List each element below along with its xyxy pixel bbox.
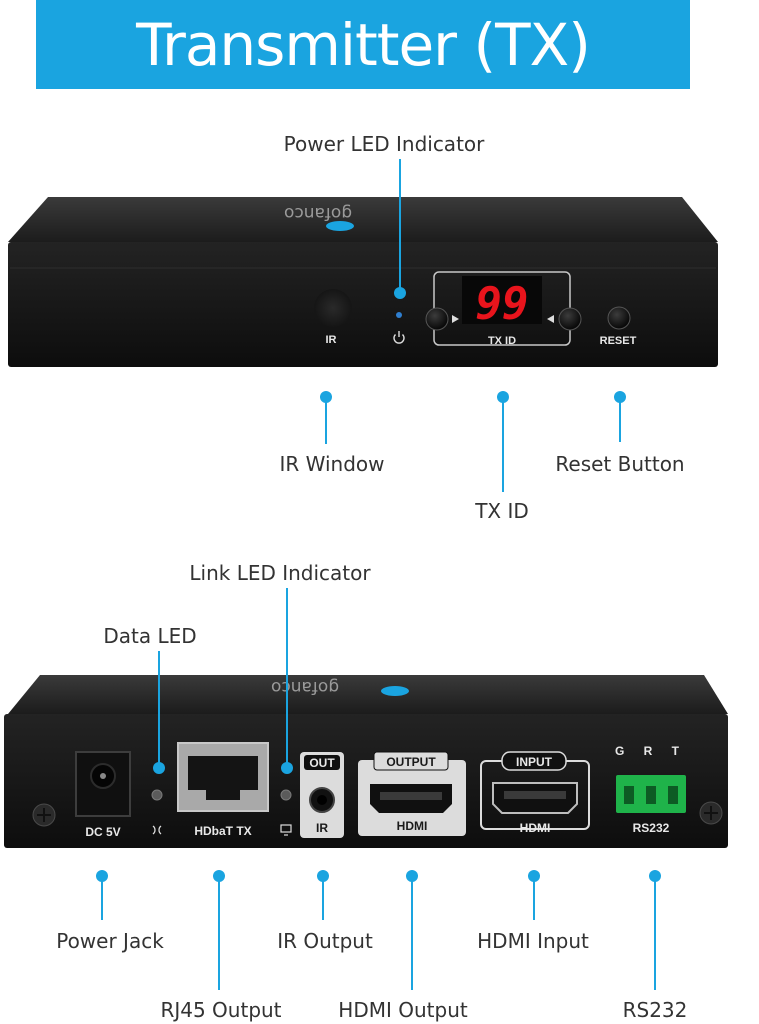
front-brand-logo: gofanco xyxy=(284,203,352,223)
ir-window-callout: IR Window xyxy=(279,452,384,476)
tx-id-down-button[interactable] xyxy=(425,307,449,331)
front-tx-badge xyxy=(326,221,354,231)
output-label: OUTPUT xyxy=(386,755,436,769)
rear-callouts: Link LED Indicator Data LED Power Jack R… xyxy=(56,561,687,1022)
power-led-callout: Power LED Indicator xyxy=(284,132,486,156)
front-callouts: Power LED Indicator IR Window TX ID Rese… xyxy=(279,132,684,523)
rear-device: gofanco DC 5V HDbaT TX xyxy=(4,675,728,848)
ir-window-lens xyxy=(314,289,352,327)
reset-panel-label: RESET xyxy=(600,335,637,347)
rear-brand-logo: gofanco xyxy=(271,677,339,697)
power-symbol-icon xyxy=(393,331,405,344)
rj45-output-callout: RJ45 Output xyxy=(160,998,281,1022)
tx-id-up-button[interactable] xyxy=(558,307,582,331)
left-screw-icon xyxy=(32,803,56,827)
power-led xyxy=(396,312,402,318)
right-arrow-icon xyxy=(452,315,459,323)
data-signal-icon xyxy=(152,825,162,835)
hdmi-out-label: HDMI xyxy=(397,819,428,833)
tx-id-callout: TX ID xyxy=(474,499,529,523)
right-screw-icon xyxy=(699,801,723,825)
tx-id-digits: 99 xyxy=(476,279,529,330)
data-led-callout: Data LED xyxy=(103,624,196,648)
power-jack-callout: Power Jack xyxy=(56,929,164,953)
reset-button-callout: Reset Button xyxy=(555,452,684,476)
hdbt-label: HDbaT TX xyxy=(194,824,251,838)
rs232-callout: RS232 xyxy=(623,998,688,1022)
hdmi-in-label: HDMI xyxy=(520,821,551,835)
rs232-panel-label: RS232 xyxy=(633,821,670,835)
reset-button[interactable] xyxy=(607,306,631,330)
title-text: Transmitter (TX) xyxy=(136,10,591,79)
link-led-callout: Link LED Indicator xyxy=(189,561,371,585)
input-label: INPUT xyxy=(516,755,553,769)
grt-label: G R T xyxy=(615,744,687,758)
link-monitor-icon xyxy=(280,824,292,836)
rear-tx-badge xyxy=(381,686,409,696)
left-arrow-icon xyxy=(547,315,554,323)
dc-label: DC 5V xyxy=(85,825,120,839)
data-led xyxy=(151,789,163,801)
front-ir-label: IR xyxy=(326,334,337,346)
out-label: OUT xyxy=(309,756,335,770)
ir-out-label: IR xyxy=(316,821,328,835)
tx-id-display xyxy=(462,276,542,324)
hdmi-input-callout: HDMI Input xyxy=(477,929,589,953)
hdmi-output-callout: HDMI Output xyxy=(338,998,468,1022)
title-banner: Transmitter (TX) xyxy=(36,0,690,89)
tx-id-panel-label: TX ID xyxy=(488,335,516,347)
link-led xyxy=(280,789,292,801)
front-device: gofanco IR 99 TX ID RESET xyxy=(8,197,718,367)
ir-output-callout: IR Output xyxy=(277,929,373,953)
